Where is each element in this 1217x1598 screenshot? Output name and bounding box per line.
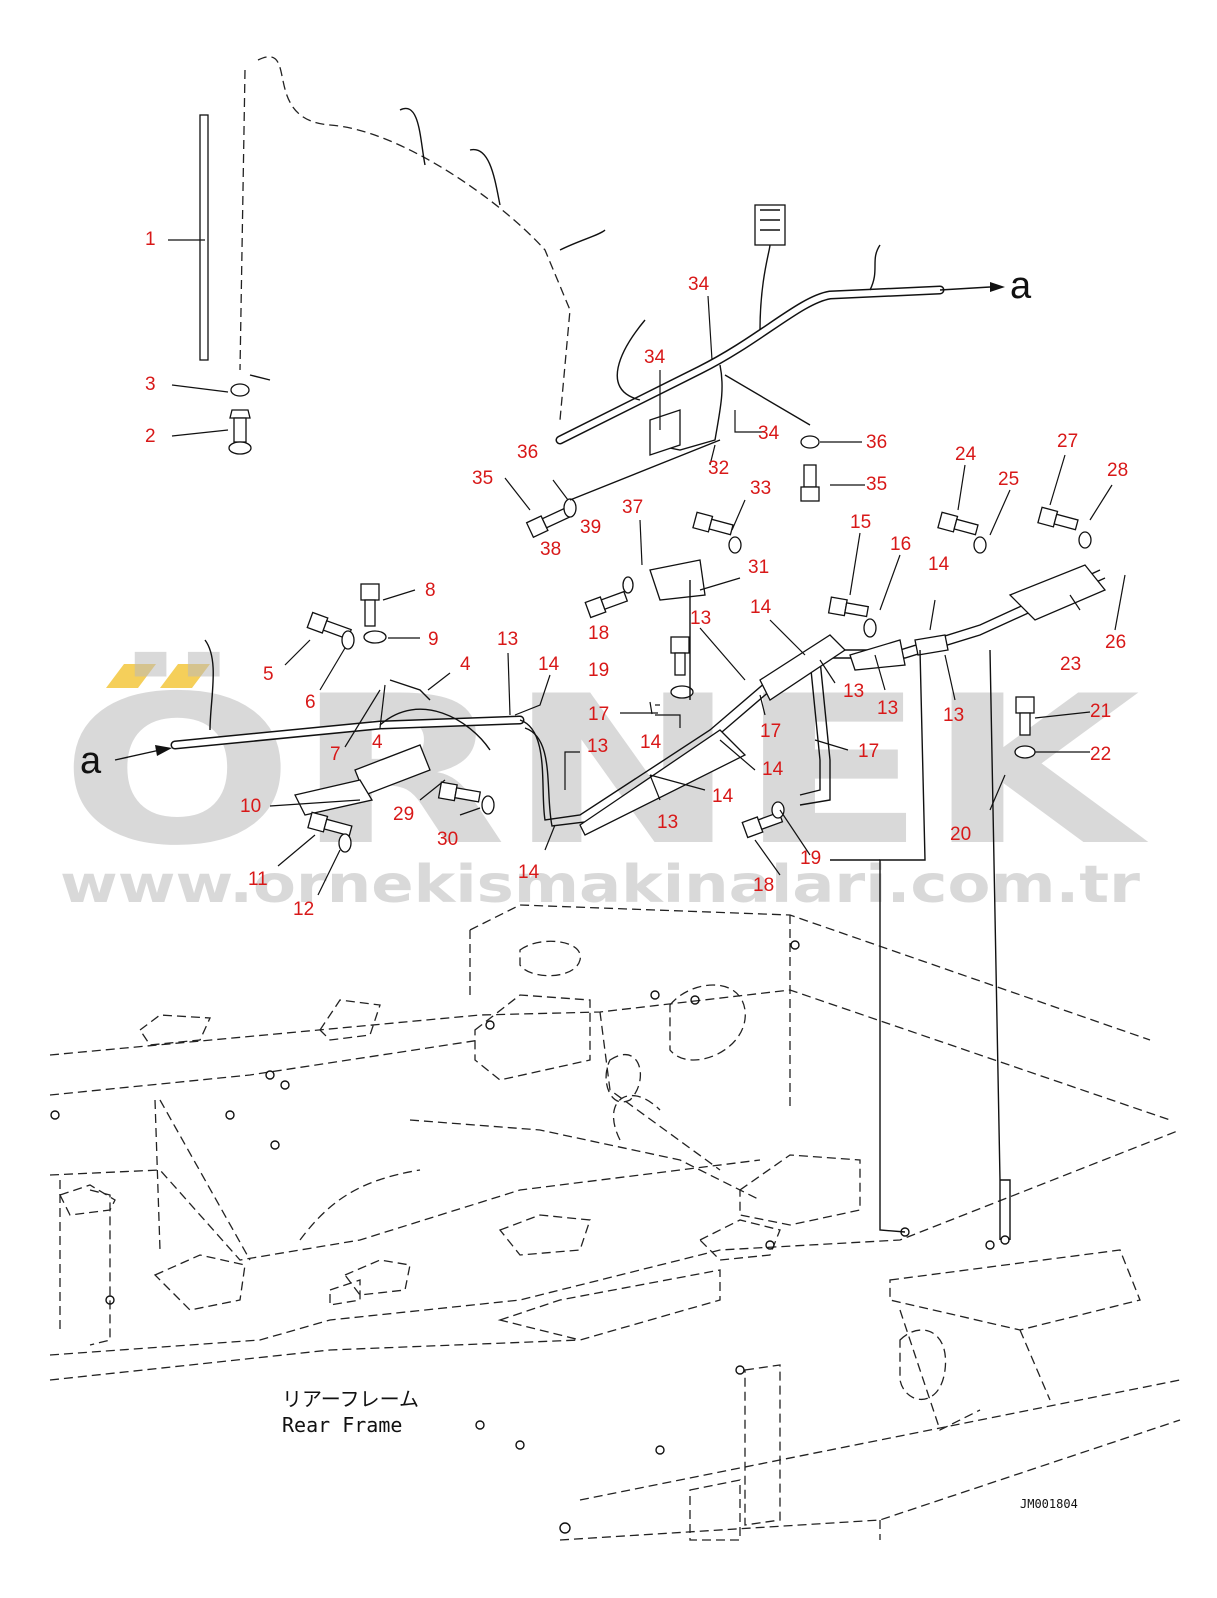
callout-2: 2 (145, 426, 156, 447)
frame-label-jp: リアーフレーム (282, 1387, 419, 1411)
callout-36: 36 (866, 432, 887, 453)
watermark-accent (160, 664, 210, 688)
callout-14: 14 (640, 732, 662, 753)
callout-39: 39 (580, 517, 601, 538)
ref-arrow-top: a (939, 265, 1032, 307)
callout-4: 4 (460, 654, 471, 675)
callout-21: 21 (1090, 701, 1111, 722)
connector-block (294, 204, 786, 816)
callout-14: 14 (518, 862, 540, 883)
callout-13: 13 (843, 681, 864, 702)
callout-33: 33 (750, 478, 771, 499)
callout-18: 18 (753, 875, 774, 896)
callout-14: 14 (750, 597, 772, 618)
callout-34: 34 (688, 274, 710, 295)
callout-27: 27 (1057, 431, 1078, 452)
callout-19: 19 (588, 660, 609, 681)
callout-5: 5 (263, 664, 274, 685)
callout-34: 34 (644, 347, 666, 368)
callout-18: 18 (588, 623, 609, 644)
callout-24: 24 (955, 444, 977, 465)
callout-14: 14 (762, 759, 784, 780)
callout-34: 34 (758, 423, 780, 444)
drawing-code: JM001804 (1020, 1497, 1078, 1511)
callout-14: 14 (538, 654, 560, 675)
callout-14: 14 (928, 554, 950, 575)
callout-35: 35 (866, 474, 887, 495)
callout-13: 13 (943, 705, 964, 726)
callout-3: 3 (145, 374, 156, 395)
bolts (228, 383, 1092, 853)
watermark: ÖRNEK www.ornekismakinalari.com.tr (60, 652, 1150, 915)
watermark-accent (106, 664, 156, 688)
callout-13: 13 (877, 698, 898, 719)
callout-17: 17 (858, 741, 879, 762)
watermark-brand: ÖRNEK (60, 652, 1150, 891)
callout-13: 13 (690, 608, 711, 629)
callout-36: 36 (517, 442, 538, 463)
guide-lines (569, 374, 1011, 1240)
callout-25: 25 (998, 469, 1019, 490)
callout-29: 29 (393, 804, 414, 825)
callout-23: 23 (1060, 654, 1081, 675)
callout-12: 12 (293, 899, 314, 920)
callout-38: 38 (540, 539, 561, 560)
callout-17: 17 (760, 721, 781, 742)
callout-14: 14 (712, 786, 734, 807)
callout-17: 17 (588, 704, 609, 725)
callout-4: 4 (372, 732, 383, 753)
ref-arrow-label: a (80, 740, 102, 782)
frame-mounts (59, 994, 861, 1311)
watermark-url: www.ornekismakinalari.com.tr (60, 855, 1140, 915)
callout-13: 13 (587, 736, 608, 757)
callout-10: 10 (240, 796, 261, 817)
frame-label-en: Rear Frame (282, 1413, 402, 1437)
callouts: 1 2 3 4 4 5 6 7 8 9 10 11 12 13 13 13 13… (145, 229, 1128, 920)
callout-9: 9 (428, 629, 439, 650)
callout-28: 28 (1107, 460, 1128, 481)
callout-26: 26 (1105, 632, 1126, 653)
callout-19: 19 (800, 848, 821, 869)
callout-13: 13 (497, 629, 518, 650)
ref-arrow-label: a (1010, 265, 1032, 307)
ref-arrow-left: a (80, 740, 172, 782)
callout-37: 37 (622, 497, 643, 518)
callout-20: 20 (950, 824, 971, 845)
leader-lines (168, 239, 1126, 896)
callout-35: 35 (472, 468, 493, 489)
callout-32: 32 (708, 458, 729, 479)
callout-11: 11 (248, 869, 268, 890)
callout-22: 22 (1090, 744, 1111, 765)
callout-15: 15 (850, 512, 871, 533)
callout-6: 6 (305, 692, 316, 713)
callout-13: 13 (657, 812, 678, 833)
frame-bolts (50, 940, 1010, 1534)
callout-8: 8 (425, 580, 436, 601)
rear-frame (49, 904, 1181, 1541)
callout-30: 30 (437, 829, 458, 850)
callout-31: 31 (748, 557, 769, 578)
callout-7: 7 (330, 744, 341, 765)
clamp-plates (199, 114, 1107, 836)
callout-1: 1 (145, 229, 156, 250)
callout-16: 16 (890, 534, 911, 555)
